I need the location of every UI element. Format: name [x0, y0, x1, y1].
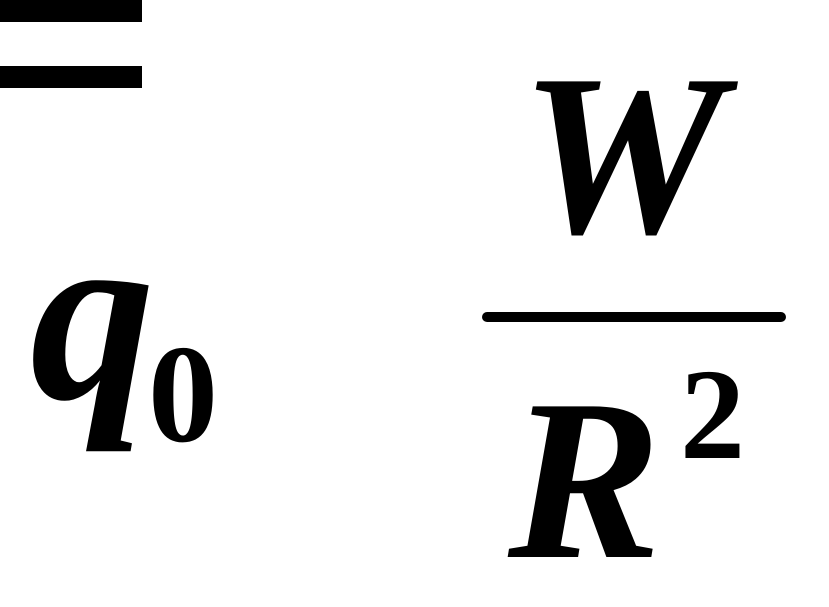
exponent-two: 2	[680, 343, 745, 487]
fraction-bar	[482, 312, 786, 322]
numerator-w: W	[520, 27, 725, 282]
subscript-zero: 0	[148, 317, 218, 472]
denominator-r: R	[508, 352, 662, 607]
equals-sign	[0, 0, 142, 88]
q-symbol: q	[30, 176, 155, 453]
